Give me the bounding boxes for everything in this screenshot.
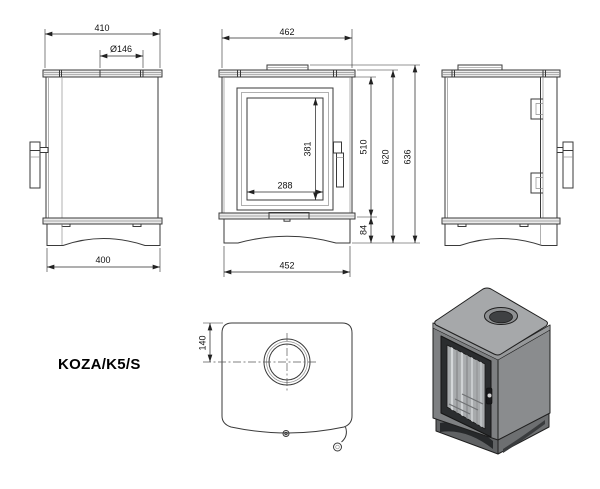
dim-flue-offset-label: 140 xyxy=(198,335,208,350)
model-label: KOZA/K5/S xyxy=(58,356,141,373)
front-door-handle xyxy=(333,141,342,154)
dim-depth-top-label: 410 xyxy=(94,23,109,33)
view-front: 462 381 288 452 510 84 620 636 xyxy=(218,27,420,277)
dim-width-top-label: 462 xyxy=(279,27,294,37)
door-hinge-bottom xyxy=(530,172,543,194)
dim-firebox-height-label: 510 xyxy=(359,139,369,154)
dim-body-height-label: 620 xyxy=(381,149,391,164)
side-right-handle xyxy=(562,141,574,189)
dim-depth-bottom-label: 400 xyxy=(95,255,110,265)
dim-flue-diameter-label: Ø146 xyxy=(110,44,132,54)
view-top: 140 xyxy=(198,322,353,452)
dim-glass-height-label: 381 xyxy=(303,141,313,156)
door-hinge-top xyxy=(530,98,543,120)
front-door-glass xyxy=(246,97,324,201)
handle-ring-top-view xyxy=(333,442,342,452)
side-left-handle xyxy=(29,141,41,189)
view-side-left: 410 Ø146 400 xyxy=(29,23,163,272)
dim-width-bottom-label: 452 xyxy=(279,261,294,271)
dim-glass-width-label: 288 xyxy=(277,181,292,191)
dim-total-height-label: 636 xyxy=(403,149,413,164)
render-3d xyxy=(432,287,551,455)
view-side-right xyxy=(441,64,574,246)
dim-base-height-label: 84 xyxy=(359,225,369,235)
